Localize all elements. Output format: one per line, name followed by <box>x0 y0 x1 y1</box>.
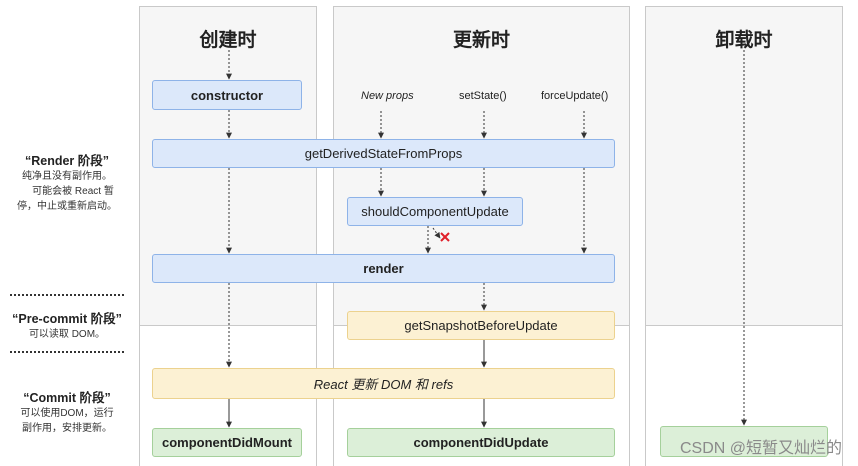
trigger-force-update: forceUpdate() <box>541 90 609 102</box>
unmount-column-title: 卸载时 <box>715 30 773 51</box>
arrow-scu-cancelled <box>432 227 441 239</box>
mount-column-title: 创建时 <box>199 30 257 51</box>
should-component-update-node: shouldComponentUpdate <box>347 197 523 226</box>
precommit-phase-desc-line-1: 可以读取 DOM。 <box>28 329 106 340</box>
get-snapshot-before-update-node: getSnapshotBeforeUpdate <box>347 311 615 340</box>
commit-phase-desc-line-2: 副作用，安排更新。 <box>22 423 112 434</box>
watermark: CSDN @短暂又灿烂的 <box>679 440 842 457</box>
trigger-set-state: setState() <box>459 90 507 102</box>
render-phase-desc-line-3: 停，中止或重新启动。 <box>17 201 117 212</box>
precommit-phase-title: “Pre-commit 阶段” <box>12 312 122 326</box>
trigger-new-props: New props <box>361 90 414 102</box>
component-did-mount-node: componentDidMount <box>152 428 302 457</box>
phase-divider-precommit-commit <box>10 351 124 353</box>
component-will-unmount-node <box>660 426 828 457</box>
render-node: render <box>152 254 615 283</box>
commit-phase-desc-line-1: 可以使用DOM，运行 <box>20 408 114 419</box>
constructor-node: constructor <box>152 80 302 110</box>
react-updates-dom-node: React 更新 DOM 和 refs <box>152 368 615 399</box>
update-column-title: 更新时 <box>452 30 510 51</box>
commit-phase-title: “Commit 阶段” <box>23 391 111 405</box>
render-phase-desc-line-1: 纯净且没有副作用。 <box>22 171 112 182</box>
cancel-x-icon <box>440 232 450 242</box>
component-did-update-node: componentDidUpdate <box>347 428 615 457</box>
render-phase-desc-line-2: 可能会被 React 暂 <box>32 186 114 197</box>
phase-divider-render-precommit <box>10 294 124 296</box>
render-phase-title: “Render 阶段” <box>24 154 110 168</box>
get-derived-state-from-props-node: getDerivedStateFromProps <box>152 139 615 168</box>
